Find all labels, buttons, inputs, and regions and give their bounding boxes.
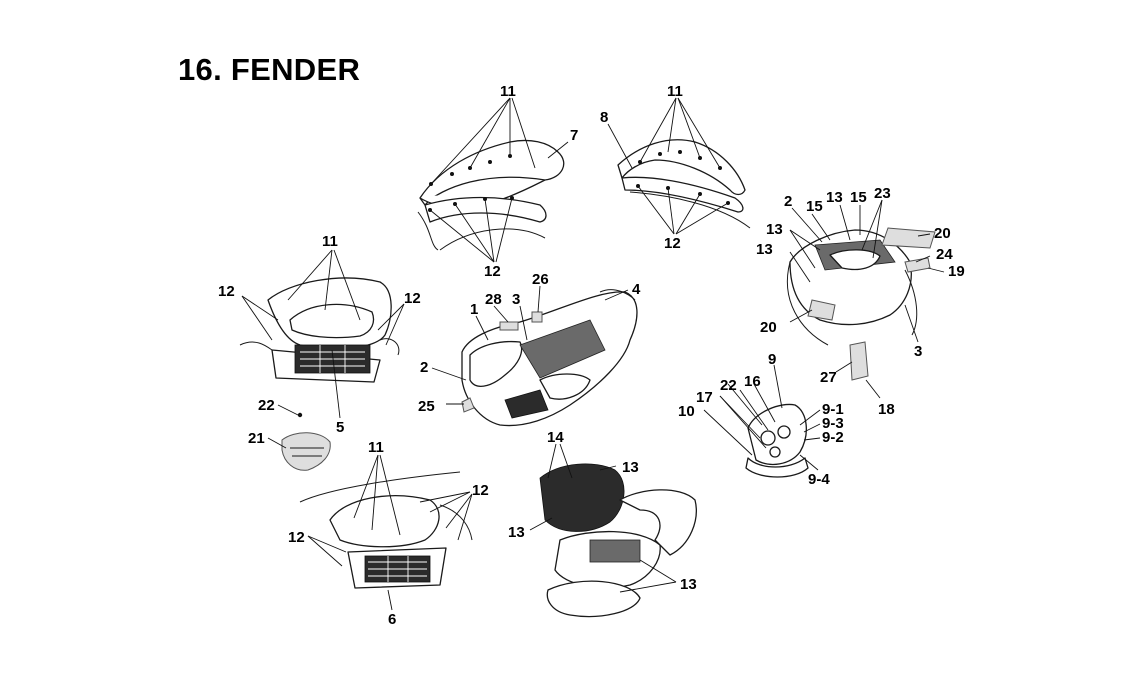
callout-34: 9 xyxy=(768,351,776,368)
callout-33: 21 xyxy=(248,430,265,447)
callout-3: 12 xyxy=(484,263,501,280)
callout-6: 12 xyxy=(664,235,681,252)
callout-32: 22 xyxy=(258,397,275,414)
callout-16: 2 xyxy=(420,359,428,376)
leader-lines xyxy=(241,97,945,611)
callout-11: 28 xyxy=(485,291,502,308)
callout-42: 9-4 xyxy=(808,471,830,488)
callout-21: 15 xyxy=(850,189,867,206)
callout-27: 13 xyxy=(756,241,773,258)
callout-26: 19 xyxy=(948,263,965,280)
callout-1: 11 xyxy=(500,83,516,100)
front-fender-right-part xyxy=(617,139,751,229)
callout-41: 9-2 xyxy=(822,429,844,446)
callout-44: 12 xyxy=(472,482,489,499)
rear-fender-lower-part xyxy=(539,463,697,618)
callout-12: 3 xyxy=(512,291,520,308)
console-part xyxy=(745,403,809,478)
callout-47: 14 xyxy=(547,429,564,446)
callout-40: 9-3 xyxy=(822,415,844,432)
rear-fender-part xyxy=(786,227,936,381)
callout-18: 2 xyxy=(784,193,792,210)
callout-22: 23 xyxy=(874,185,891,202)
callout-23: 13 xyxy=(766,221,783,238)
callout-2: 7 xyxy=(570,127,578,144)
callout-9: 12 xyxy=(404,290,421,307)
front-fender-assembly-part xyxy=(239,277,400,383)
callout-7: 11 xyxy=(322,233,338,250)
callout-35: 22 xyxy=(720,377,737,394)
callout-17: 25 xyxy=(418,398,435,415)
callout-43: 11 xyxy=(368,439,384,456)
callout-39: 9-1 xyxy=(822,401,844,418)
callout-13: 26 xyxy=(532,271,549,288)
callout-20: 13 xyxy=(826,189,843,206)
callout-10: 5 xyxy=(336,419,344,436)
callout-31: 18 xyxy=(878,401,895,418)
callout-46: 6 xyxy=(388,611,396,628)
callout-29: 3 xyxy=(914,343,922,360)
callout-28: 20 xyxy=(760,319,777,336)
callout-25: 24 xyxy=(936,246,953,263)
callout-38: 10 xyxy=(678,403,695,420)
callout-49: 13 xyxy=(508,524,525,541)
callout-30: 27 xyxy=(820,369,837,386)
callout-37: 17 xyxy=(696,389,713,406)
callout-45: 12 xyxy=(288,529,305,546)
lower-front-fender-part xyxy=(299,471,473,589)
callout-19: 15 xyxy=(806,198,823,215)
callout-14: 4 xyxy=(632,281,641,298)
callout-8: 12 xyxy=(218,283,235,300)
callout-labels: 11 7 12 11 8 12 11 12 12 5 28 3 26 4 1 2… xyxy=(218,83,965,628)
callout-5: 8 xyxy=(600,109,608,126)
callout-24: 20 xyxy=(934,225,951,242)
bracket-part xyxy=(281,412,331,471)
callout-15: 1 xyxy=(470,301,478,318)
page-title: 16. FENDER xyxy=(178,52,361,87)
callout-50: 13 xyxy=(680,576,697,593)
callout-36: 16 xyxy=(744,373,761,390)
callout-4: 11 xyxy=(667,83,683,100)
front-fender-left-part xyxy=(417,139,565,251)
callout-48: 13 xyxy=(622,459,639,476)
front-fender-body-part xyxy=(461,289,638,427)
